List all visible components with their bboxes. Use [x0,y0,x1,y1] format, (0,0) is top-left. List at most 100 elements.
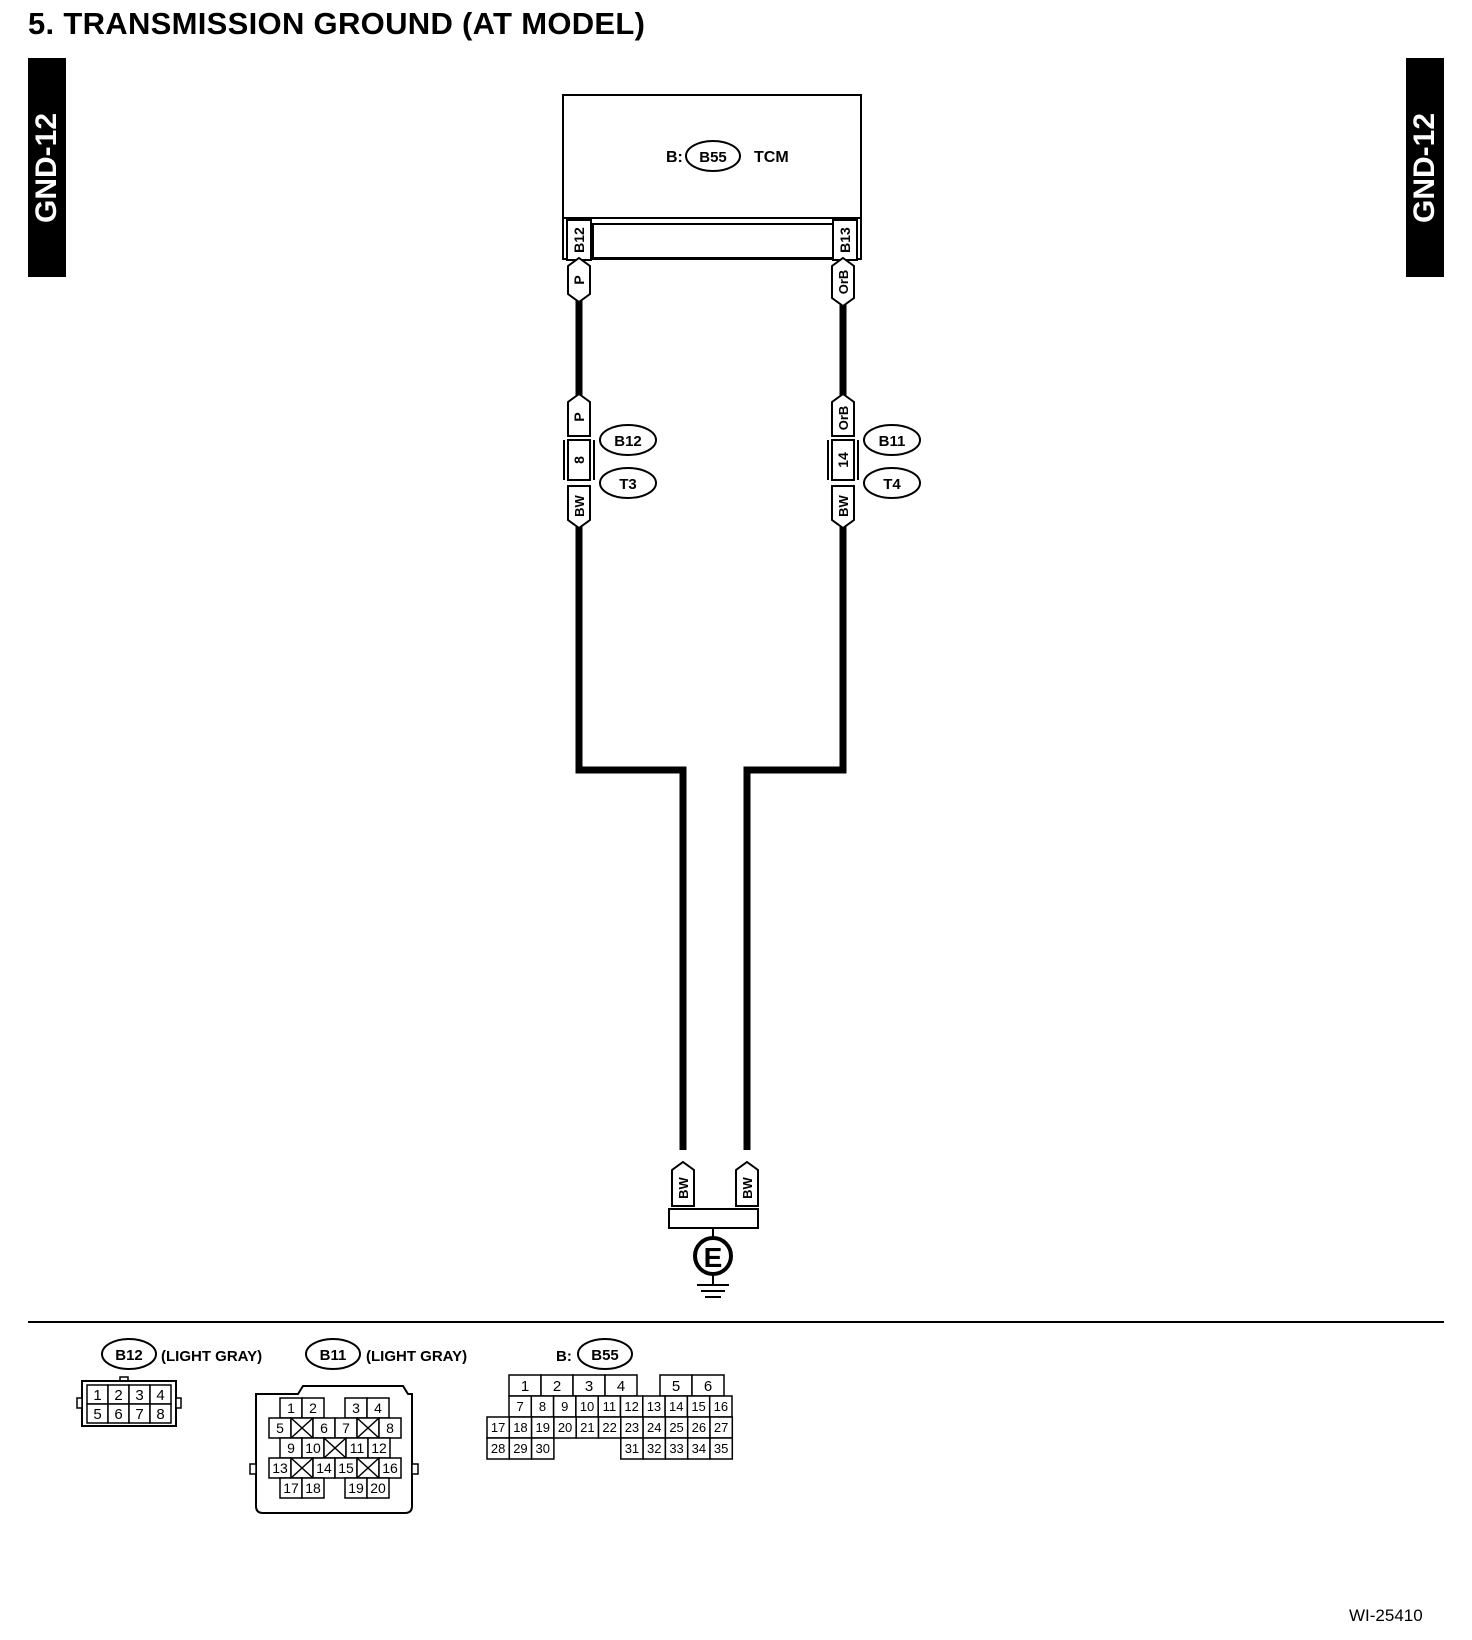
b12-pin-pin-label: 8 [156,1406,164,1423]
svg-text:B12: B12 [115,1347,143,1364]
svg-text:B11: B11 [320,1347,347,1364]
b55-pin-pin-label: 24 [647,1420,661,1435]
b55-pin-pin-label: 14 [669,1399,683,1414]
wire-label-ground-left: BW [671,1160,695,1207]
tcm-prefix: B: [666,149,683,166]
b55-pin-pin-label: 5 [672,1378,680,1395]
svg-text:P: P [571,412,587,421]
legend-b12-header: B12 (LIGHT GRAY) [101,1338,262,1370]
b12-pin-pin-label: 7 [135,1406,143,1423]
b55-pin-pin-label: 10 [580,1399,594,1414]
b11-cavity-blank [323,1437,347,1459]
b11-pin-pin-label: 7 [342,1420,350,1436]
page-tab-right: GND-12 [1406,58,1444,277]
b11-pin-pin-label: 5 [276,1420,284,1436]
svg-text:B13: B13 [837,227,853,253]
svg-text:B:: B: [556,1348,572,1365]
connector-id-b11: B11 [879,433,906,450]
b11-pin-pin-label: 2 [309,1400,317,1416]
b55-pin-pin-label: 20 [558,1420,572,1435]
b11-pin-pin-label: 20 [370,1480,386,1496]
b55-pin-pin-label: 11 [603,1399,617,1414]
b55-pin-pin-label: 1 [521,1378,529,1395]
b11-pin-cell [366,1477,390,1499]
svg-text:OrB: OrB [836,406,851,431]
b55-pin-pin-label: 27 [714,1420,728,1435]
b12-pin-pin-label: 5 [93,1406,101,1423]
b55-pin-pin-label: 17 [491,1420,505,1435]
b12-pin-cell [149,1403,172,1424]
svg-text:(LIGHT GRAY): (LIGHT GRAY) [366,1348,467,1365]
tcm-pin-left: B12 [566,219,592,261]
wire-label-right-top: OrB [831,256,855,308]
svg-text:OrB: OrB [836,270,851,295]
svg-text:B55: B55 [591,1347,619,1364]
b11-pin-pin-label: 16 [382,1460,398,1476]
b11-pin-pin-label: 10 [305,1440,321,1456]
svg-text:BW: BW [740,1176,755,1198]
legend-b11-header: B11 (LIGHT GRAY) [305,1338,467,1370]
b12-pin-pin-label: 1 [93,1387,101,1404]
b55-pin-pin-label: 4 [617,1378,625,1395]
svg-text:BW: BW [572,494,587,516]
b55-pin-pin-label: 33 [669,1441,683,1456]
b55-pin-pin-label: 28 [491,1441,505,1456]
b11-pin-pin-label: 17 [283,1480,299,1496]
b11-cavity-blank [356,1457,380,1479]
wire-right-bottom [743,524,847,1150]
ground-symbol-icon [697,1284,729,1298]
tcm-name: TCM [754,149,789,166]
b11-cavity-blank [290,1417,314,1439]
tcm-pin-right: B13 [832,219,858,261]
b55-pin-pin-label: 25 [669,1420,683,1435]
b11-pin-pin-label: 3 [352,1400,360,1416]
connector-b11-t4: 14 B11 T4 [827,424,921,499]
b11-pin-pin-label: 11 [350,1440,365,1456]
figure-id: WI-25410 [1349,1606,1423,1625]
connector-id-t4: T4 [883,476,901,493]
b55-pin-pin-label: 31 [625,1441,639,1456]
tcm-module: B: B55 TCM [562,94,862,260]
b11-pin-pin-label: 12 [371,1440,387,1456]
wire-left-bottom [575,524,687,1150]
b12-pin-pin-label: 3 [135,1387,143,1404]
connector-pin-right: 14 [835,452,851,468]
b11-cavity-blank [356,1417,380,1439]
b11-pin-pin-label: 6 [320,1420,328,1436]
b55-pin-pin-label: 26 [692,1420,706,1435]
b55-pin-pin-label: 29 [513,1441,527,1456]
legend-b55-header: B: B55 [556,1338,633,1370]
connector-b12-t3: 8 B12 T3 [563,424,657,499]
b55-pin-pin-label: 8 [539,1399,546,1414]
wire-label-left-bottom: BW [567,485,591,530]
wire-label-right-bottom: BW [831,485,855,530]
page-tab-left: GND-12 [28,58,66,277]
b55-pin-pin-label: 13 [647,1399,661,1414]
connector-id-t3: T3 [619,476,637,493]
connector-pin-left: 8 [571,456,587,464]
b12-pin-pin-label: 2 [114,1387,122,1404]
svg-text:BW: BW [676,1176,691,1198]
b55-pin-pin-label: 3 [585,1378,593,1395]
b55-pin-pin-label: 22 [602,1420,616,1435]
b12-pin-pin-label: 6 [114,1406,122,1423]
b11-pin-pin-label: 9 [287,1440,295,1456]
b55-pin-cell [709,1437,734,1460]
b55-pin-pin-label: 9 [561,1399,568,1414]
b11-pin-pin-label: 4 [374,1400,382,1416]
b11-cavity-blank [290,1457,314,1479]
b55-pin-pin-label: 35 [714,1441,728,1456]
wires [575,300,847,1150]
b55-pin-pin-label: 2 [553,1378,561,1395]
wire-label-right-mid: OrB [831,392,855,437]
b55-pin-pin-label: 30 [536,1441,550,1456]
b11-pin-pin-label: 13 [272,1460,288,1476]
ground-point: E [668,1208,759,1298]
svg-text:BW: BW [836,494,851,516]
wire-label-ground-right: BW [735,1160,759,1207]
ground-label: E [704,1242,723,1273]
b55-pin-pin-label: 19 [536,1420,550,1435]
